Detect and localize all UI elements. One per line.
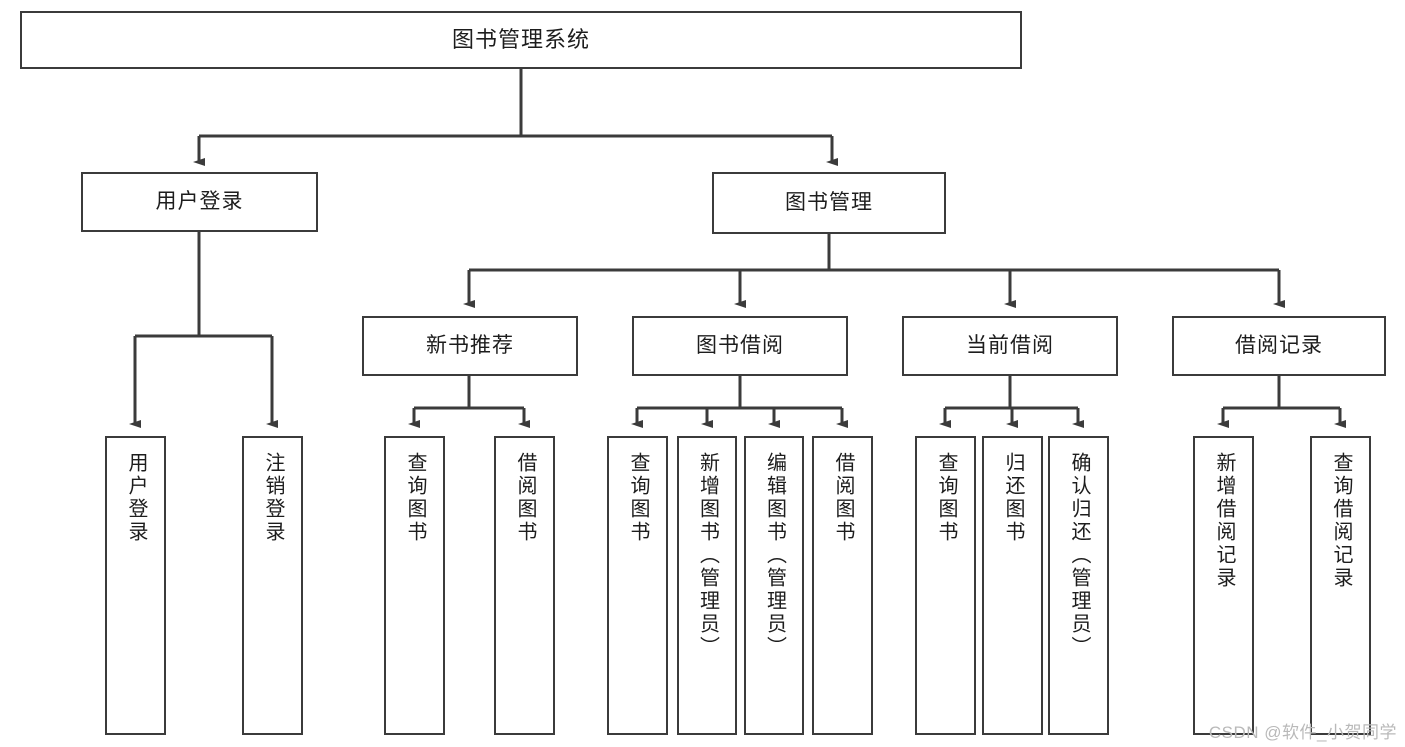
leaf-borrow-books-borrowing[interactable]: 借阅图书 [812,436,873,735]
node-label: 查询图书 [404,452,426,544]
leaf-return-books[interactable]: 归还图书 [982,436,1043,735]
node-label: 图书管理系统 [451,27,590,53]
node-label: 编辑图书（管理员） [763,452,786,659]
leaf-borrow-books-recommendation[interactable]: 借阅图书 [494,436,555,735]
node-label: 查询图书 [935,452,957,544]
node-label: 借阅图书 [514,452,536,544]
leaf-add-borrowing-record[interactable]: 新增借阅记录 [1193,436,1254,735]
node-new-book-recommendation[interactable]: 新书推荐 [362,316,578,376]
node-user-login[interactable]: 用户登录 [81,172,318,232]
node-label: 当前借阅 [966,333,1054,357]
leaf-logout[interactable]: 注销登录 [242,436,303,735]
node-book-borrowing[interactable]: 图书借阅 [632,316,848,376]
node-label: 注销登录 [262,452,284,544]
node-label: 新书推荐 [426,333,514,357]
leaf-user-login[interactable]: 用户登录 [105,436,166,735]
node-label: 新增图书（管理员） [696,452,719,659]
node-label: 确认归还（管理员） [1068,452,1090,659]
leaf-add-book-admin[interactable]: 新增图书（管理员） [677,436,737,735]
node-label: 图书管理 [785,190,873,214]
node-label: 新增借阅记录 [1213,452,1235,590]
node-root-library-management-system[interactable]: 图书管理系统 [20,11,1022,69]
node-label: 用户登录 [125,452,147,544]
node-label: 归还图书 [1002,452,1024,544]
leaf-query-books-current[interactable]: 查询图书 [915,436,976,735]
node-current-borrowing[interactable]: 当前借阅 [902,316,1118,376]
leaf-query-borrowing-record[interactable]: 查询借阅记录 [1310,436,1371,735]
csdn-watermark: CSDN @软件_小贺同学 [1208,723,1397,742]
node-label: 查询借阅记录 [1330,452,1352,590]
leaf-edit-book-admin[interactable]: 编辑图书（管理员） [744,436,804,735]
node-book-management[interactable]: 图书管理 [712,172,946,234]
node-label: 查询图书 [627,452,649,544]
leaf-confirm-return-admin[interactable]: 确认归还（管理员） [1048,436,1109,735]
leaf-query-books-borrowing[interactable]: 查询图书 [607,436,668,735]
node-label: 借阅记录 [1235,333,1323,357]
node-borrowing-records[interactable]: 借阅记录 [1172,316,1386,376]
node-label: 借阅图书 [832,452,854,544]
leaf-query-books-recommendation[interactable]: 查询图书 [384,436,445,735]
node-label: 用户登录 [155,189,244,213]
node-label: 图书借阅 [696,333,784,357]
